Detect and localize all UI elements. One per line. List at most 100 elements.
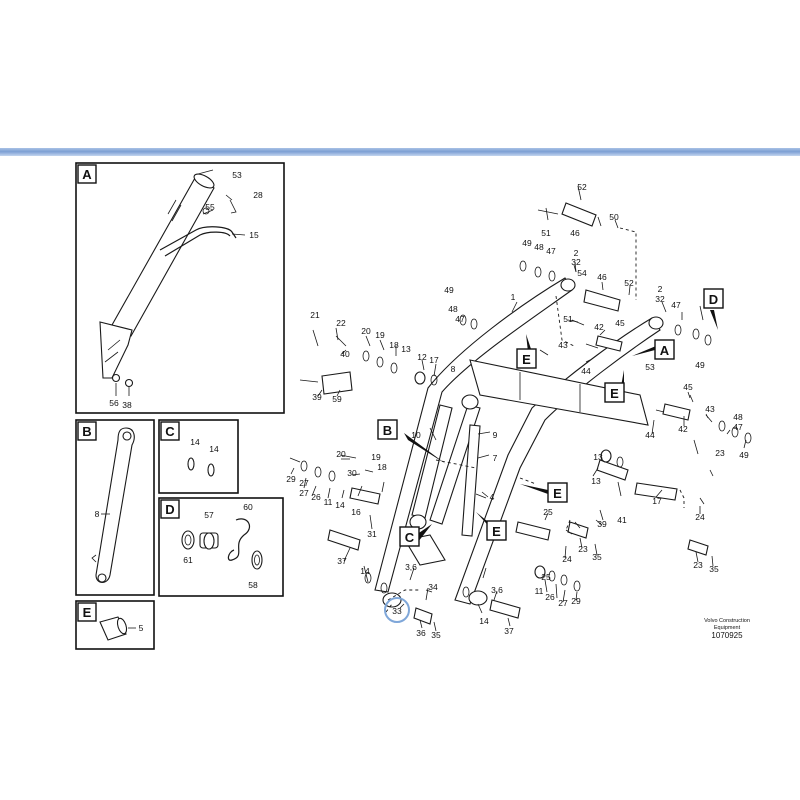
view-pointer-e [526, 334, 532, 352]
part-label: 46 [570, 228, 580, 238]
view-letter-e: E [547, 482, 568, 503]
part-label: 47 [546, 246, 556, 256]
panel-d-letter: D [165, 502, 174, 517]
part-label: 44 [581, 366, 591, 376]
part-label: 33 [392, 606, 402, 616]
view-letter-a: A [654, 339, 675, 360]
part-labels: 52 51 46 50 49 48 47 2 32 54 46 52 2 32 … [286, 182, 749, 640]
view-letter-e: E [486, 520, 507, 541]
part-label: 40 [340, 349, 350, 359]
svg-text:E: E [522, 352, 531, 367]
svg-text:E: E [492, 524, 501, 539]
detail-panel-d: D 57 60 61 58 [158, 497, 284, 597]
part-label: 29 [286, 474, 296, 484]
part-label: 11 [324, 497, 333, 507]
svg-text:E: E [610, 386, 619, 401]
detail-panel-a: A 53 28 55 15 56 38 [75, 162, 285, 414]
part-label: 27 [299, 488, 309, 498]
svg-text:A: A [660, 343, 670, 358]
part-label: 49 [739, 450, 749, 460]
part-label: 14 [479, 616, 489, 626]
part-label: 23 [578, 544, 588, 554]
part-label: 50 [609, 212, 619, 222]
part-label: 8 [95, 509, 100, 519]
part-label: 45 [683, 382, 693, 392]
part-label: 27 [558, 598, 568, 608]
view-pointer-b [404, 433, 446, 464]
part-label: 19 [371, 452, 381, 462]
part-label: 25 [541, 572, 551, 582]
part-label: 45 [615, 318, 625, 328]
part-label: 52 [577, 182, 587, 192]
part-label: 52 [624, 278, 634, 288]
svg-text:D: D [709, 292, 718, 307]
part-label: 15 [249, 230, 259, 240]
part-label: 36 [416, 628, 426, 638]
part-label: 61 [183, 555, 193, 565]
part-label: 47 [455, 314, 465, 324]
svg-text:1070925: 1070925 [711, 631, 743, 640]
part-label: 35 [431, 630, 441, 640]
part-label: 60 [243, 502, 253, 512]
part-label: 48 [733, 412, 743, 422]
view-letter-d: D [703, 288, 724, 309]
part-label: 37 [504, 626, 514, 636]
part-label: 23 [715, 448, 725, 458]
part-label: 18 [389, 340, 399, 350]
part-label: 35 [592, 552, 602, 562]
part-label: 13 [591, 476, 601, 486]
header-accent-bar [0, 148, 800, 156]
part-label: 2 [574, 248, 579, 258]
part-label: 20 [361, 326, 371, 336]
part-label: 42 [594, 322, 604, 332]
part-label: 58 [248, 580, 258, 590]
part-label: 27 [299, 478, 309, 488]
part-label: 7 [493, 453, 498, 463]
part-label: 3,6 [491, 585, 503, 595]
part-label: 2 [658, 284, 663, 294]
part-label: 49 [444, 285, 454, 295]
part-label: 12 [417, 352, 427, 362]
part-label: 47 [671, 300, 681, 310]
part-label: 48 [534, 242, 544, 252]
part-label: 35 [709, 564, 719, 574]
part-label: 32 [571, 257, 581, 267]
view-pointer-e [520, 484, 548, 494]
drawing-reference: Volvo Construction Equipment 1070925 [704, 618, 750, 640]
panel-e-letter: E [83, 605, 92, 620]
view-letter-b: B [377, 419, 398, 440]
part-label: 14 [190, 437, 200, 447]
part-label: 26 [545, 592, 555, 602]
part-label: 56 [109, 398, 119, 408]
svg-text:E: E [553, 486, 562, 501]
part-label: 24 [695, 512, 705, 522]
panel-c-letter: C [165, 424, 175, 439]
part-label: 18 [377, 462, 387, 472]
part-label: 14 [209, 444, 219, 454]
part-label: 43 [558, 340, 568, 350]
part-label: 5 [139, 623, 144, 633]
detail-panel-c: C 14 14 [158, 419, 239, 494]
part-label: 24 [562, 554, 572, 564]
part-label: 14 [335, 500, 345, 510]
part-label: 20 [336, 449, 346, 459]
part-label: 51 [541, 228, 551, 238]
part-label: 14 [360, 566, 370, 576]
part-label: 37 [337, 556, 347, 566]
part-label: 39 [312, 392, 322, 402]
part-label: 13 [401, 344, 411, 354]
part-label: 17 [652, 496, 662, 506]
view-letter-e: E [516, 348, 537, 369]
part-label: 34 [428, 582, 438, 592]
part-label: 26 [311, 492, 321, 502]
part-label: 49 [695, 360, 705, 370]
part-label: 53 [645, 362, 655, 372]
part-label: 59 [332, 394, 342, 404]
lift-arm-assembly [289, 185, 752, 632]
detail-panel-b: B 8 [75, 419, 155, 596]
part-label: 54 [577, 268, 587, 278]
part-label: 30 [347, 468, 357, 478]
part-label: 21 [310, 310, 320, 320]
part-label: 51 [563, 314, 573, 324]
